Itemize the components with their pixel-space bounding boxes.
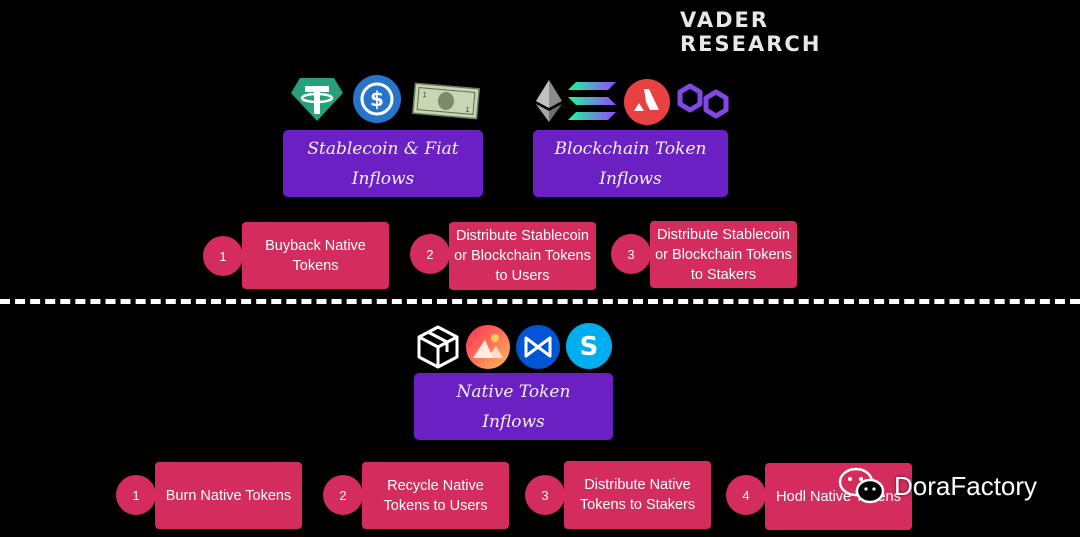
section-divider [0,299,1080,304]
tether-icon [291,78,343,121]
solana-icon [568,82,616,120]
step-distribute-stakers-box: Distribute Stablecoin or Blockchain Toke… [650,221,797,288]
stablecoin-fiat-inflows-box: Stablecoin & Fiat Inflows [283,130,483,197]
ethereum-icon [536,80,562,122]
svg-text:S: S [580,332,599,362]
step-buyback-box: Buyback Native Tokens [242,222,389,289]
inflow-label-line2: Inflows [599,168,662,189]
wechat-icon [838,467,885,504]
step-number-badge: 1 [203,236,243,276]
dollar-bill-icon: 1 1 [412,82,480,120]
watermark: DoraFactory [838,466,1037,506]
blockchain-token-inflows-box: Blockchain Token Inflows [533,130,728,197]
step-line: or Blockchain Tokens [454,248,591,264]
inflow-label-line1: Native Token [456,381,571,402]
step-line: to Stakers [690,266,757,283]
step-number: 1 [219,248,227,264]
svg-text:$: $ [370,87,384,111]
step-line: Distribute Stablecoin [656,226,790,243]
step-burn-box: Burn Native Tokens [155,462,302,529]
usdc-icon: $ [353,75,401,123]
step-number: 4 [742,487,750,503]
step-line: Distribute Stablecoin [455,228,589,244]
step-number: 3 [541,487,549,503]
avalanche-icon [624,79,670,125]
step-distribute-native-box: Distribute Native Tokens to Stakers [564,461,711,529]
inflow-label-line2: Inflows [482,411,545,432]
svg-text:1: 1 [422,91,427,99]
step-number: 3 [627,246,635,262]
decentraland-icon [466,325,510,369]
step-number-badge: 3 [611,234,651,274]
step-line: Buyback Native [265,237,366,254]
step-line: Recycle Native [387,477,484,494]
inflow-label-line1: Stablecoin & Fiat [307,138,459,159]
step-number-badge: 4 [726,475,766,515]
step-number-badge: 2 [323,475,363,515]
polygon-icon [677,83,729,119]
step-number-badge: 2 [410,234,450,274]
native-token-inflows-box: Native Token Inflows [414,373,613,440]
step-line: Tokens to Users [383,497,488,514]
step-number-badge: 3 [525,475,565,515]
watermark-text: DoraFactory [894,470,1038,501]
cube-token-icon [417,325,459,369]
axie-icon [516,325,560,369]
step-line: Distribute Native [584,477,691,493]
step-line: Tokens to Stakers [579,497,696,513]
sandbox-icon: S [566,323,612,369]
step-number: 1 [132,487,140,503]
step-line: to Users [495,268,550,284]
step-line: or Blockchain Tokens [655,246,792,263]
step-number: 2 [339,487,347,503]
step-line: Tokens [292,257,339,274]
brand-title: VADER RESEARCH [680,8,822,56]
step-recycle-box: Recycle Native Tokens to Users [362,462,509,529]
step-number: 2 [426,246,434,262]
svg-text:1: 1 [465,106,470,114]
step-line: Burn Native Tokens [165,487,292,504]
step-number-badge: 1 [116,475,156,515]
inflow-label-line2: Inflows [351,168,415,189]
step-distribute-users-box: Distribute Stablecoin or Blockchain Toke… [449,222,596,290]
inflow-label-line1: Blockchain Token [554,138,707,159]
